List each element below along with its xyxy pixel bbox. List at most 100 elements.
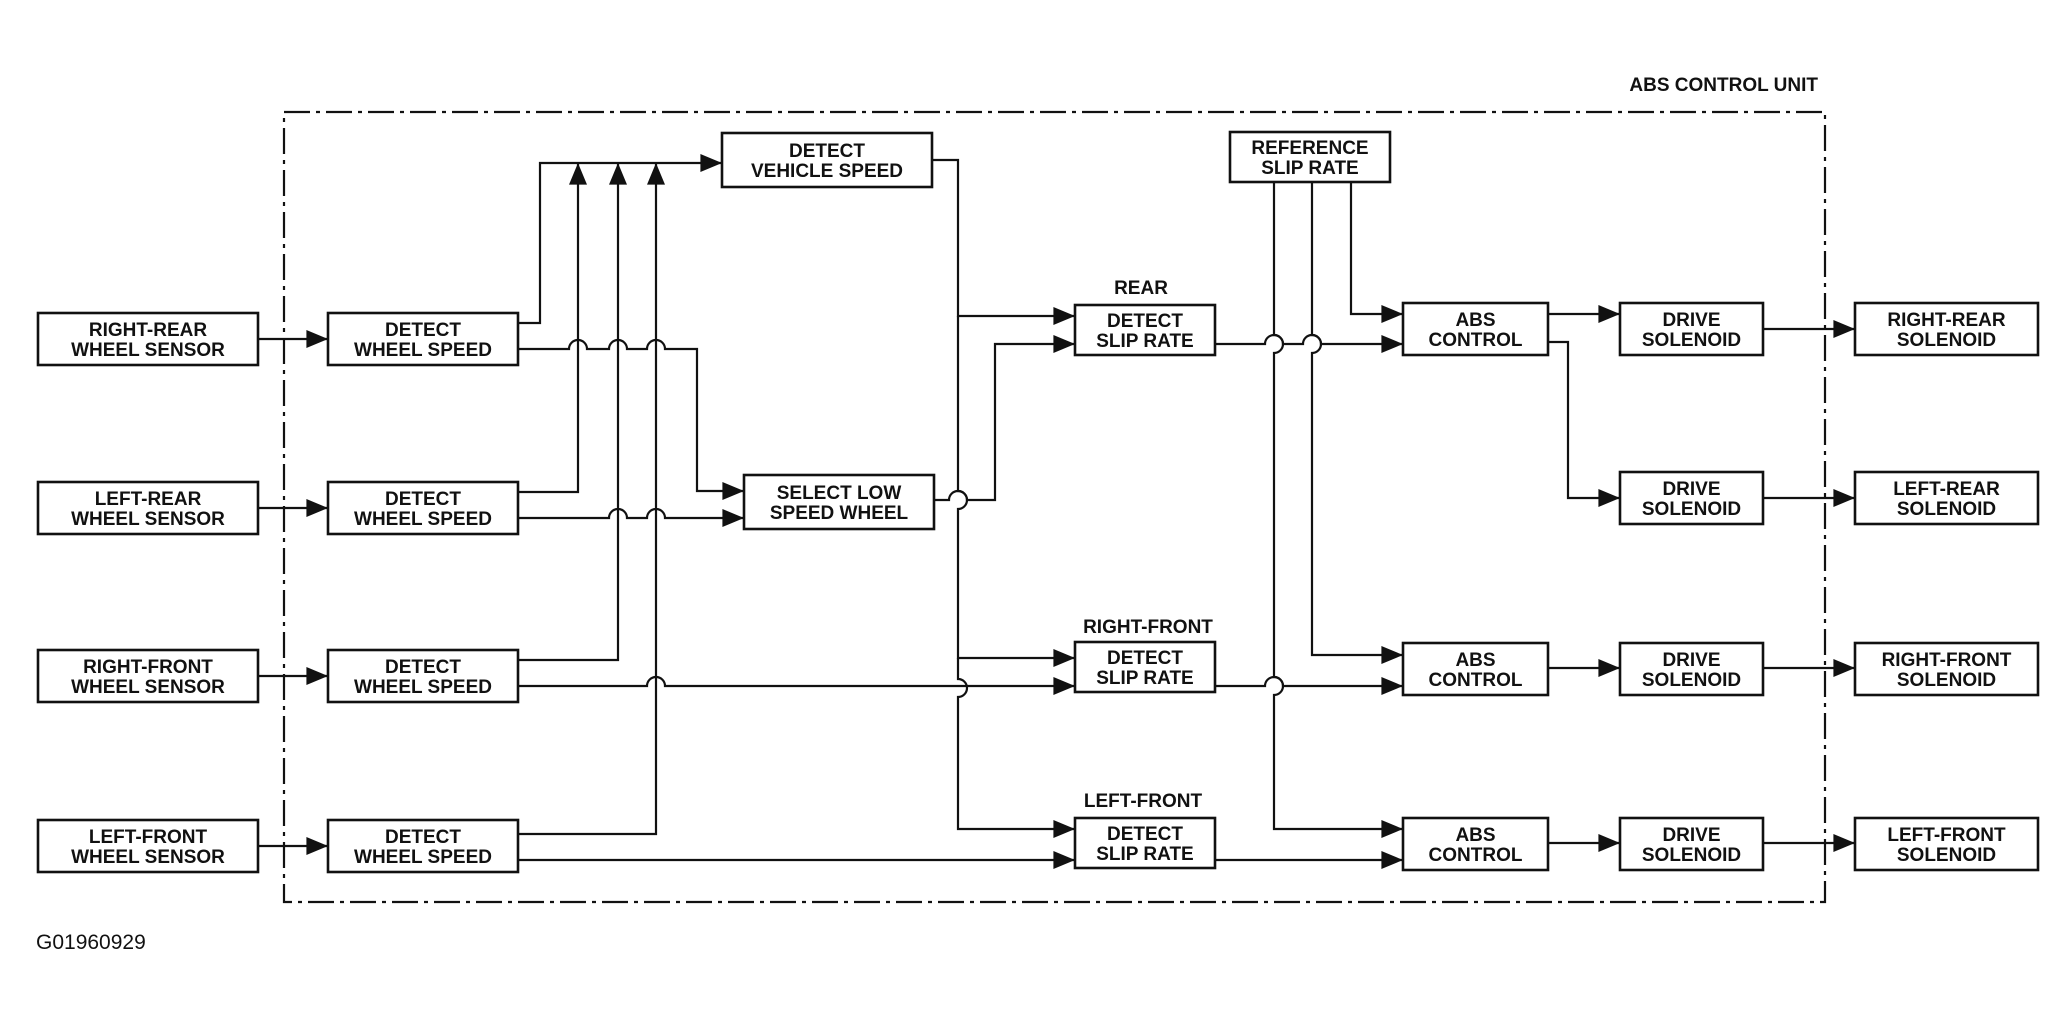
node-box [326, 648, 520, 704]
node-label-line: ABS [1455, 650, 1495, 671]
node-box [326, 311, 520, 367]
edge-ws3-to-sr-rf [518, 675, 1075, 695]
connector-lines [258, 154, 1855, 869]
node-label-line: SOLENOID [1642, 670, 1741, 691]
node-label-line: REFERENCE [1251, 138, 1368, 159]
node-label-line: DRIVE [1662, 310, 1720, 331]
node-label-line: RIGHT-REAR [1887, 310, 2006, 331]
node-label-line: SOLENOID [1642, 330, 1741, 351]
node-label-line: CONTROL [1429, 330, 1523, 351]
node-label-line: SOLENOID [1897, 845, 1996, 866]
node-label-line: DETECT [1107, 648, 1183, 669]
edge-sr-rf-to-abs2 [1215, 675, 1403, 695]
node-box [36, 818, 260, 874]
node-label-line: DETECT [385, 657, 461, 678]
node-label-line: SPEED WHEEL [770, 503, 909, 524]
node-label-line: VEHICLE SPEED [751, 161, 903, 182]
node-box [1073, 303, 1217, 357]
control-unit-frame [282, 110, 1827, 904]
edge-ws2-to-vs [518, 163, 587, 494]
node-label-line: DETECT [1107, 824, 1183, 845]
node-label-line: SLIP RATE [1096, 331, 1193, 352]
node-label-line: CONTROL [1429, 845, 1523, 866]
node-label-line: WHEEL SENSOR [71, 509, 225, 530]
node-label-line: WHEEL SPEED [354, 340, 492, 361]
group-label-rf: RIGHT-FRONT [1083, 617, 1213, 638]
group-label-lf: LEFT-FRONT [1084, 791, 1203, 812]
node-label-line: DETECT [1107, 311, 1183, 332]
control-unit-title: ABS CONTROL UNIT [1629, 75, 1818, 96]
node-label-line: SLIP RATE [1096, 668, 1193, 689]
node-box [1401, 641, 1550, 697]
node-box [326, 818, 520, 874]
node-label-line: SOLENOID [1897, 330, 1996, 351]
node-box [36, 480, 260, 536]
node-label-line: DRIVE [1662, 650, 1720, 671]
edge-ws2-to-sel [518, 507, 745, 527]
node-label-line: WHEEL SPEED [354, 509, 492, 530]
node-box [1853, 816, 2040, 872]
node-box [1228, 130, 1392, 184]
node-box [1073, 816, 1217, 870]
node-box [1401, 816, 1550, 872]
node-label-line: SLIP RATE [1096, 844, 1193, 865]
node-label-line: LEFT-REAR [1893, 479, 2000, 500]
node-label-line: ABS [1455, 310, 1495, 331]
node-label-line: WHEEL SENSOR [71, 340, 225, 361]
edge-sr-rear-to-abs1 [1215, 333, 1403, 353]
node-box [742, 473, 936, 531]
node-box [1853, 470, 2040, 526]
edge-vs-to-sr-rear [932, 158, 1075, 325]
node-label-line: DETECT [385, 320, 461, 341]
node-label-line: SOLENOID [1897, 670, 1996, 691]
node-box [720, 131, 934, 189]
node-label-line: RIGHT-REAR [89, 320, 208, 341]
node-box [1618, 816, 1765, 872]
node-label-line: WHEEL SPEED [354, 677, 492, 698]
node-box [1073, 640, 1217, 694]
node-label-line: DETECT [385, 489, 461, 510]
node-label-line: SELECT LOW [777, 483, 902, 504]
node-label-line: SOLENOID [1897, 499, 1996, 520]
node-box [1853, 641, 2040, 697]
node-label-line: CONTROL [1429, 670, 1523, 691]
edge-ws1-to-vs [518, 154, 723, 325]
node-box [1401, 301, 1550, 357]
node-label-line: WHEEL SENSOR [71, 847, 225, 868]
node-label-line: SLIP RATE [1261, 158, 1358, 179]
edge-ws1-to-sel [518, 338, 745, 500]
figure-code: G01960929 [36, 931, 146, 954]
node-label-line: LEFT-FRONT [89, 827, 208, 848]
node-box [1618, 641, 1765, 697]
edge-ws3-to-vs [518, 163, 627, 662]
node-label-line: SOLENOID [1642, 845, 1741, 866]
edge-abs1-to-dr2 [1548, 340, 1620, 507]
group-label-rear: REAR [1114, 278, 1168, 299]
node-label-line: DETECT [789, 141, 865, 162]
node-label-line: RIGHT-FRONT [1882, 650, 2012, 671]
node-label-line: WHEEL SPEED [354, 847, 492, 868]
edge-ws4-to-vs [518, 163, 665, 836]
node-label-line: SOLENOID [1642, 499, 1741, 520]
node-box [36, 311, 260, 367]
